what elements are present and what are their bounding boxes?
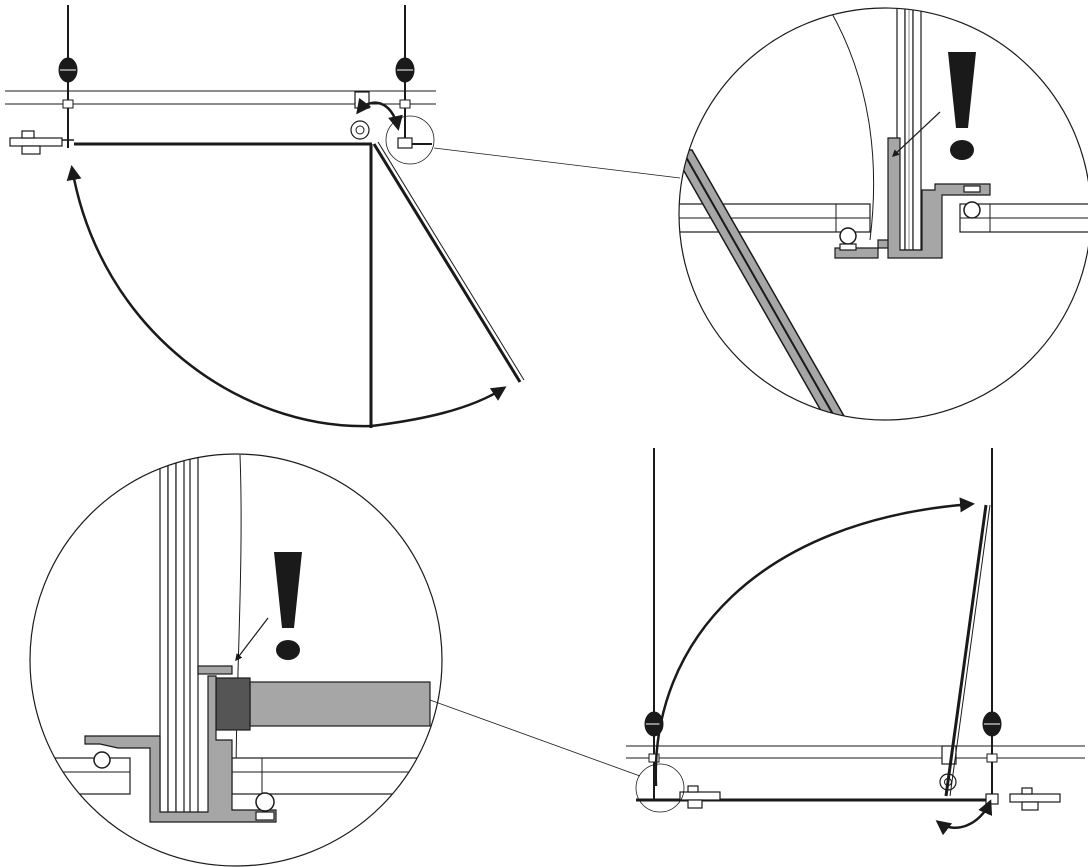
swing-arrow-large	[654, 497, 975, 787]
bottom-clamp	[679, 785, 721, 809]
top-left-overview	[5, 5, 681, 428]
bottom-left-detail	[29, 453, 641, 867]
exclamation-icon	[948, 52, 976, 160]
detail-circle-top-right	[678, 7, 1088, 421]
rod-knob-icon	[58, 57, 78, 83]
bottom-right-overview	[626, 448, 1085, 836]
left-clamp	[9, 130, 74, 155]
open-panel-angled	[944, 504, 988, 797]
hinge-profile	[834, 137, 991, 259]
swing-arrow-hinge	[356, 97, 403, 131]
hinge-profile	[84, 675, 277, 823]
swing-arrow-large	[66, 165, 372, 428]
connector-sleeve	[215, 677, 251, 731]
bottom-clamp	[1009, 787, 1061, 811]
connector-tube	[249, 681, 431, 727]
rod-knob-icon	[982, 711, 1002, 737]
hinge-block	[350, 91, 432, 149]
rod-knob-icon	[395, 57, 415, 83]
warning-pointer	[891, 111, 941, 157]
exclamation-icon	[274, 552, 302, 660]
swing-arrow-hinge	[935, 799, 993, 836]
warning-pointer	[235, 617, 269, 662]
detail-marker-circle	[635, 763, 685, 813]
leader-line	[429, 699, 641, 777]
detail-marker-circle	[385, 115, 435, 165]
open-panel-angled	[372, 143, 522, 383]
top-right-detail	[678, 7, 1088, 421]
detail-circle-bottom-left	[29, 453, 443, 867]
swing-arrow-small	[370, 386, 507, 428]
leader-line	[433, 147, 681, 179]
